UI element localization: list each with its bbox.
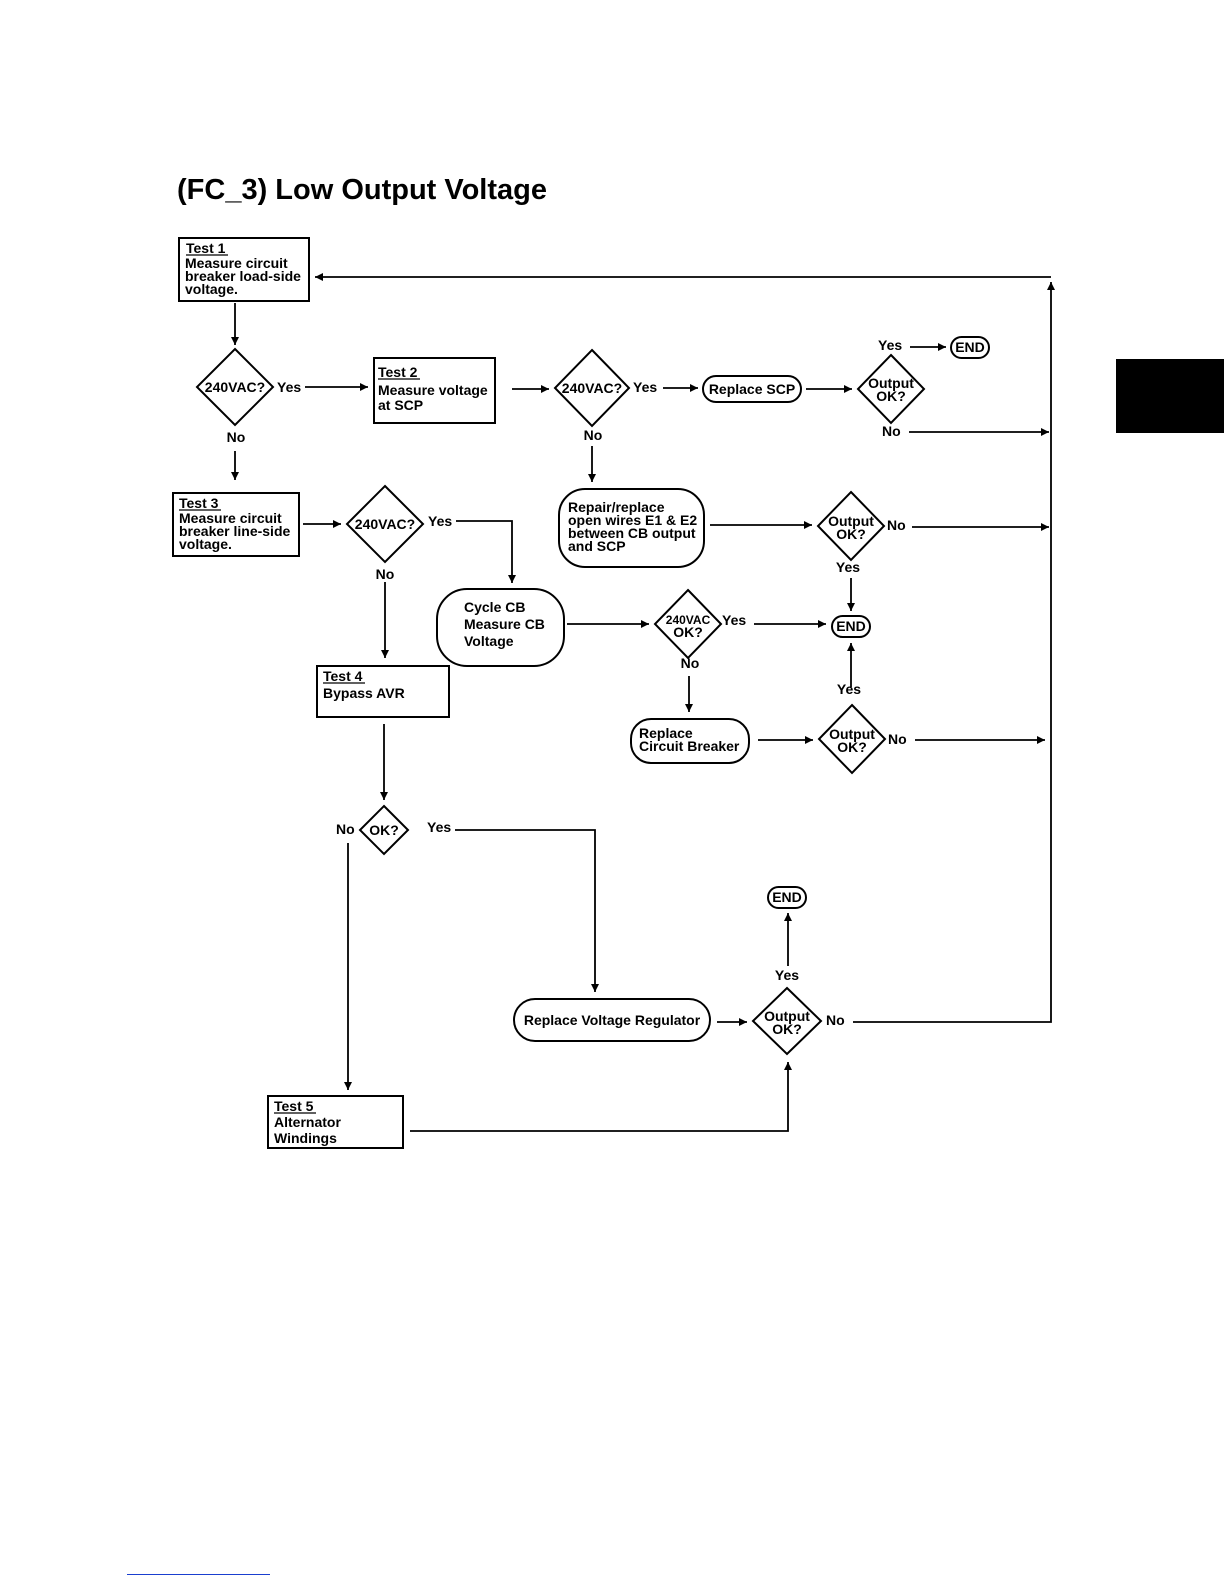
node-out1-line-2: OK? bbox=[876, 388, 906, 404]
node-out2-line-1: Output bbox=[828, 513, 874, 529]
node-out4: Output OK? bbox=[751, 986, 823, 1056]
node-out4-line-2: OK? bbox=[772, 1021, 802, 1037]
label-out4-yes: Yes bbox=[775, 967, 799, 983]
label-d4-no: No bbox=[681, 655, 700, 671]
label-d1-no: No bbox=[227, 429, 246, 445]
label-out2-yes: Yes bbox=[836, 559, 860, 575]
edge-labels: Yes No Yes No Yes No Yes No No Yes Yes N… bbox=[227, 337, 907, 1028]
label-d4-yes: Yes bbox=[722, 612, 746, 628]
node-d4-line-1: 240VAC bbox=[666, 613, 711, 627]
node-repair-wires-line-1: Repair/replace bbox=[568, 499, 665, 515]
node-test2-line-2: at SCP bbox=[378, 397, 423, 413]
node-test5-heading: Test 5 bbox=[274, 1098, 314, 1114]
label-out3-yes: Yes bbox=[837, 681, 861, 697]
label-out4-no: No bbox=[826, 1012, 845, 1028]
node-end2: END bbox=[831, 615, 871, 638]
node-d5: OK? bbox=[358, 804, 410, 856]
label-out2-no: No bbox=[887, 517, 906, 533]
node-test3: Test 3 Measure circuit breaker line-side… bbox=[172, 492, 300, 557]
label-d2-no: No bbox=[584, 427, 603, 443]
node-d4-line-2: OK? bbox=[673, 624, 703, 640]
node-end1-label: END bbox=[955, 339, 985, 355]
label-out1-no: No bbox=[882, 423, 901, 439]
section-tab-marker bbox=[1116, 359, 1224, 433]
node-d1-label: 240VAC? bbox=[205, 379, 265, 395]
node-d5-label: OK? bbox=[369, 822, 399, 838]
node-test1: Test 1 Measure circuit breaker load-side… bbox=[178, 237, 310, 302]
node-end2-label: END bbox=[836, 618, 866, 634]
node-replace-cb-line-1: Replace bbox=[639, 725, 693, 741]
label-d5-no: No bbox=[336, 821, 355, 837]
node-replace-scp-label: Replace SCP bbox=[709, 381, 795, 397]
node-test4-heading: Test 4 bbox=[323, 668, 363, 684]
node-end3: END bbox=[767, 886, 807, 909]
node-test4-line-1: Bypass AVR bbox=[323, 685, 405, 701]
footer-rule bbox=[127, 1574, 270, 1575]
node-test1-line-1: Measure circuit bbox=[185, 255, 288, 271]
node-test1-line-2: breaker load-side bbox=[185, 268, 301, 284]
node-cycle-cb: Cycle CB Measure CB Voltage bbox=[436, 588, 565, 667]
node-cycle-cb-line-1: Cycle CB bbox=[464, 599, 525, 615]
label-d3-no: No bbox=[376, 566, 395, 582]
node-test1-heading: Test 1 bbox=[186, 240, 226, 256]
node-replace-scp: Replace SCP bbox=[702, 375, 802, 403]
edge-d3-yes-to-cycle-cb bbox=[456, 520, 516, 583]
node-test3-line-1: Measure circuit bbox=[179, 510, 282, 526]
node-d3-label: 240VAC? bbox=[355, 516, 415, 532]
label-d5-yes: Yes bbox=[427, 819, 451, 835]
node-test2: Test 2 Measure voltage at SCP bbox=[373, 357, 496, 424]
node-out3-line-1: Output bbox=[829, 726, 875, 742]
node-d2-label: 240VAC? bbox=[562, 380, 622, 396]
label-out1-yes: Yes bbox=[878, 337, 902, 353]
node-out2: Output OK? bbox=[816, 490, 886, 562]
node-test2-heading: Test 2 bbox=[378, 364, 418, 380]
node-d2: 240VAC? bbox=[553, 348, 631, 428]
node-repair-wires: Repair/replace open wires E1 & E2 betwee… bbox=[558, 488, 705, 568]
node-end1: END bbox=[950, 336, 990, 359]
edge-d5-yes-to-replace-vr bbox=[455, 829, 599, 992]
node-repair-wires-line-4: and SCP bbox=[568, 538, 626, 554]
connectors bbox=[231, 273, 1055, 1132]
label-d3-yes: Yes bbox=[428, 513, 452, 529]
node-test2-line-1: Measure voltage bbox=[378, 382, 488, 398]
node-out1-line-1: Output bbox=[868, 375, 914, 391]
node-test3-line-2: breaker line-side bbox=[179, 523, 290, 539]
node-replace-cb-line-2: Circuit Breaker bbox=[639, 738, 740, 754]
node-out2-line-2: OK? bbox=[836, 526, 866, 542]
node-test5: Test 5 Alternator Windings bbox=[267, 1095, 404, 1149]
node-end3-label: END bbox=[772, 889, 802, 905]
edge-test5-to-out4 bbox=[410, 1062, 792, 1132]
node-replace-cb: Replace Circuit Breaker bbox=[630, 718, 750, 764]
node-test5-line-1: Alternator bbox=[274, 1114, 341, 1130]
node-test5-line-2: Windings bbox=[274, 1130, 337, 1146]
node-out3: Output OK? bbox=[817, 703, 887, 775]
label-d1-yes: Yes bbox=[277, 379, 301, 395]
page-title: (FC_3) Low Output Voltage bbox=[177, 174, 547, 206]
node-test3-line-3: voltage. bbox=[179, 536, 232, 552]
node-cycle-cb-line-3: Voltage bbox=[464, 633, 514, 649]
node-d1: 240VAC? bbox=[195, 347, 275, 427]
node-out4-line-1: Output bbox=[764, 1008, 810, 1024]
node-d3: 240VAC? bbox=[345, 484, 425, 564]
node-d4: 240VAC OK? bbox=[653, 588, 723, 660]
node-replace-vr-label: Replace Voltage Regulator bbox=[524, 1012, 701, 1028]
node-test4: Test 4 Bypass AVR bbox=[316, 665, 450, 718]
label-d2-yes: Yes bbox=[633, 379, 657, 395]
node-repair-wires-line-3: between CB output bbox=[568, 525, 696, 541]
node-out3-line-2: OK? bbox=[837, 739, 867, 755]
node-out1: Output OK? bbox=[856, 353, 926, 425]
node-test3-heading: Test 3 bbox=[179, 495, 219, 511]
label-out3-no: No bbox=[888, 731, 907, 747]
node-cycle-cb-line-2: Measure CB bbox=[464, 616, 545, 632]
node-replace-vr: Replace Voltage Regulator bbox=[513, 998, 711, 1042]
node-test1-line-3: voltage. bbox=[185, 281, 238, 297]
node-repair-wires-line-2: open wires E1 & E2 bbox=[568, 512, 697, 528]
edge-out4-no-to-return bbox=[853, 282, 1055, 1023]
